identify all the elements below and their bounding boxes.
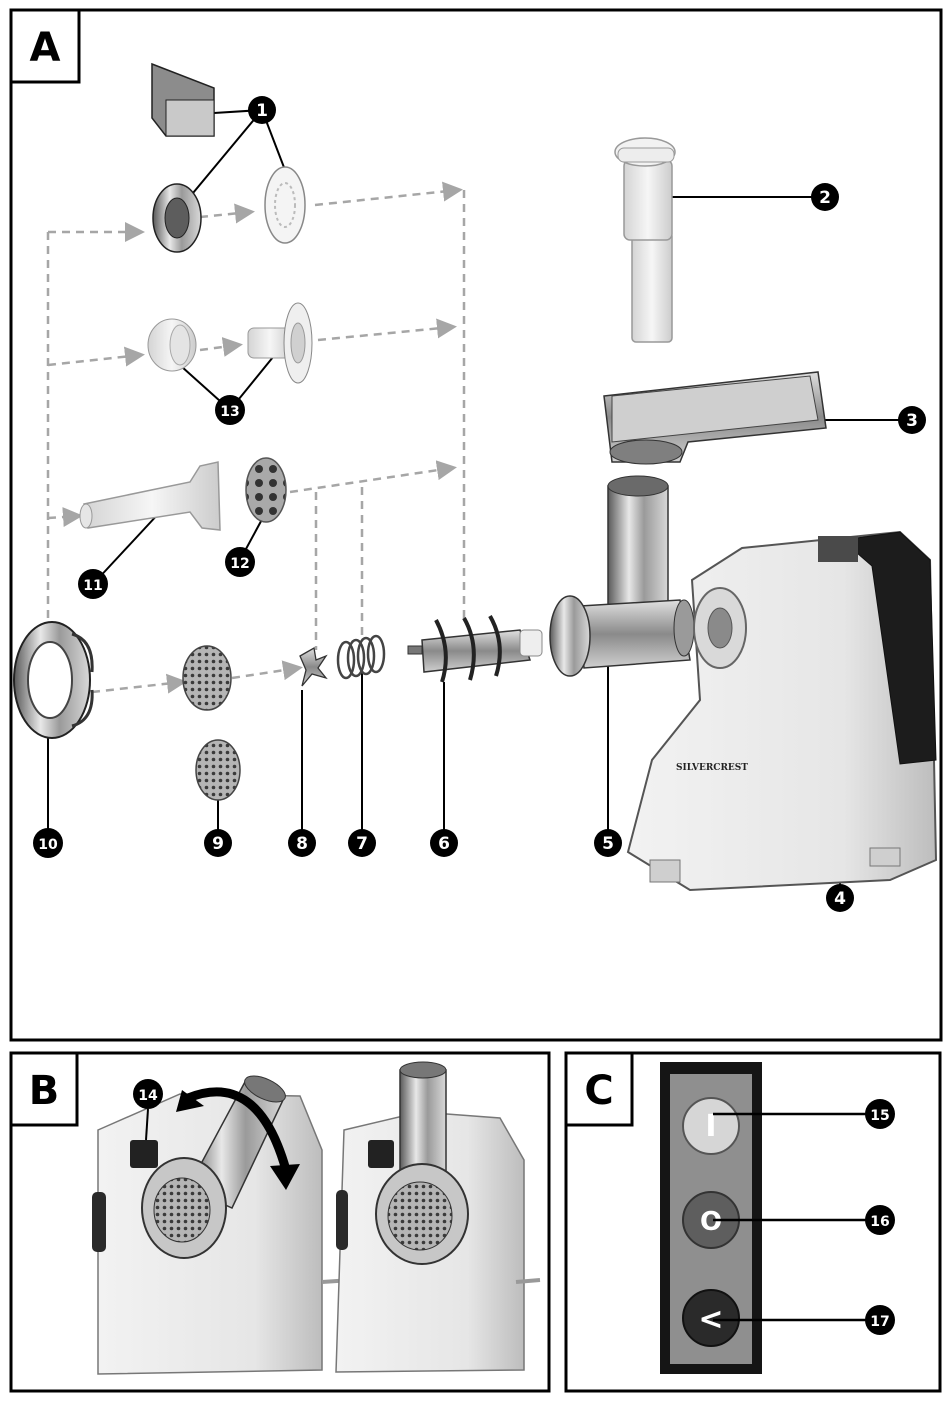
mincing-disc-fine	[182, 645, 232, 711]
svg-text:7: 7	[356, 834, 368, 854]
panel-b: B 14	[9, 1051, 551, 1393]
control-strip-preview	[818, 536, 858, 562]
part-9-mincing-discs	[182, 645, 241, 801]
machine-housing-tilted	[92, 1075, 353, 1375]
part-12-perforated-disc	[245, 457, 287, 523]
section-label-b: B	[29, 1068, 60, 1114]
on-button[interactable]: I	[682, 1097, 740, 1155]
part-6-worm-shaft	[407, 615, 543, 683]
svg-text:3: 3	[906, 411, 918, 431]
callout-17: 17	[865, 1305, 895, 1335]
panel-a-frame	[9, 8, 943, 1042]
svg-text:2: 2	[819, 188, 831, 208]
svg-text:16: 16	[870, 1214, 889, 1230]
svg-text:15: 15	[870, 1108, 889, 1124]
svg-text:1: 1	[256, 101, 268, 121]
panel-b-tab	[9, 1051, 79, 1127]
release-button	[130, 1140, 158, 1168]
part-1-kebbe-attachment	[151, 62, 306, 253]
rotation-arrow	[186, 1087, 291, 1172]
part-3-filling-tray	[603, 371, 827, 465]
callout-14-leader	[145, 1108, 149, 1141]
svg-text:10: 10	[38, 837, 58, 853]
panel-a: A	[9, 8, 943, 1042]
machine-housing-upright	[335, 1061, 541, 1373]
callout-9: 9	[204, 829, 232, 857]
mincing-disc-coarse	[195, 739, 241, 801]
svg-text:4: 4	[834, 889, 846, 909]
off-button-symbol: O	[700, 1207, 722, 1237]
callout-2: 2	[811, 183, 839, 211]
callout-14: 14	[133, 1079, 163, 1109]
callout-6: 6	[430, 829, 458, 857]
brand-logo: SILVERCREST	[676, 763, 748, 773]
callout-11: 11	[78, 569, 108, 599]
on-button-symbol: I	[705, 1109, 716, 1144]
callout-12: 12	[225, 547, 255, 577]
panel-a-tab	[9, 8, 81, 84]
section-label-a: A	[30, 25, 61, 71]
svg-text:5: 5	[602, 834, 614, 854]
part-11-sausage-funnel	[79, 461, 221, 531]
svg-text:8: 8	[296, 834, 308, 854]
panel-c-tab	[564, 1051, 634, 1127]
callout-3: 3	[898, 406, 926, 434]
callout-8: 8	[288, 829, 316, 857]
svg-text:17: 17	[870, 1314, 889, 1330]
svg-text:14: 14	[138, 1088, 158, 1104]
svg-text:13: 13	[220, 404, 239, 420]
panel-c-frame	[564, 1051, 942, 1393]
callout-5: 5	[594, 829, 622, 857]
callout-13: 13	[215, 395, 245, 425]
part-2-food-pusher	[614, 137, 676, 343]
part-8-blade	[299, 646, 328, 687]
callout-15: 15	[865, 1099, 895, 1129]
panel-c: C I O < 15 16 17	[564, 1051, 942, 1393]
part-7-spring	[336, 634, 386, 680]
kebbe-disc	[264, 166, 306, 244]
part-13-sausage-attachment	[147, 302, 313, 384]
svg-text:6: 6	[438, 834, 450, 854]
callout-16: 16	[865, 1205, 895, 1235]
panel-b-frame	[9, 1051, 551, 1393]
part-10-ring-nut	[13, 621, 94, 739]
svg-text:12: 12	[230, 556, 249, 572]
svg-text:9: 9	[212, 834, 224, 854]
callouts-panel-a: 1 2 3 4 5 6 7 8 9 10 11 12 13	[33, 96, 926, 912]
callout-1: 1	[248, 96, 276, 124]
section-label-c: C	[584, 1068, 613, 1114]
svg-text:11: 11	[83, 578, 102, 594]
callout-7: 7	[348, 829, 376, 857]
assembly-guide-lines	[46, 181, 466, 694]
callout-10: 10	[33, 828, 63, 858]
reverse-button[interactable]: <	[682, 1289, 740, 1347]
callout-4: 4	[826, 884, 854, 912]
part-5-mincer-housing	[549, 475, 695, 677]
part-4-motor-unit: SILVERCREST	[626, 530, 938, 892]
callout-leaders-c	[713, 1112, 866, 1322]
